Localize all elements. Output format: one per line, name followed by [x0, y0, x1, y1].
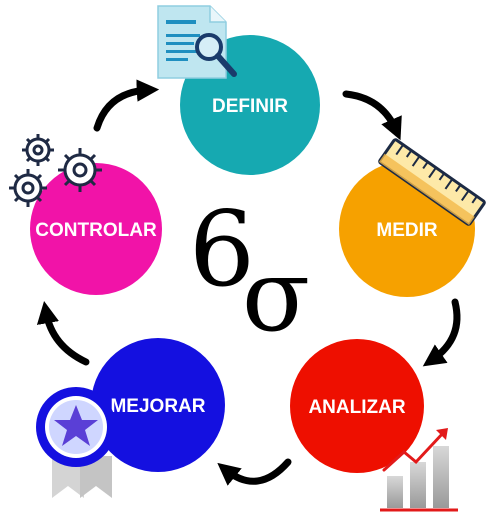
gears-icon	[9, 134, 102, 207]
arrow-controlar-to-definir	[93, 79, 160, 132]
arrow-definir-to-medir	[342, 90, 402, 141]
phase-analizar: ANALIZAR	[290, 339, 424, 473]
phase-circle-mejorar	[91, 338, 225, 472]
arrow-medir-to-analizar	[422, 298, 461, 367]
phase-mejorar: MEJORAR	[91, 338, 225, 472]
phase-label-mejorar: MEJORAR	[110, 396, 205, 417]
phase-label-medir: MEDIR	[376, 220, 438, 241]
phase-label-controlar: CONTROLAR	[35, 220, 157, 241]
phase-circle-analizar	[290, 339, 424, 473]
document-search-icon	[157, 5, 237, 79]
phase-label-definir: DEFINIR	[212, 96, 288, 117]
cycle-arrows	[36, 79, 461, 486]
six-sigma-symbol: 6 σ	[189, 188, 310, 354]
phase-label-analizar: ANALIZAR	[308, 397, 405, 418]
ruler-icon	[378, 138, 486, 226]
award-star-icon	[36, 387, 116, 498]
arrow-mejorar-to-controlar	[36, 300, 90, 366]
phase-circle-controlar	[30, 163, 162, 295]
bar-chart-icon	[380, 428, 458, 512]
arrow-analizar-to-mejorar	[217, 458, 292, 486]
phase-controlar: CONTROLAR	[30, 163, 162, 295]
six-sigma-letter: σ	[242, 237, 310, 354]
six-sigma-number: 6	[189, 188, 255, 310]
